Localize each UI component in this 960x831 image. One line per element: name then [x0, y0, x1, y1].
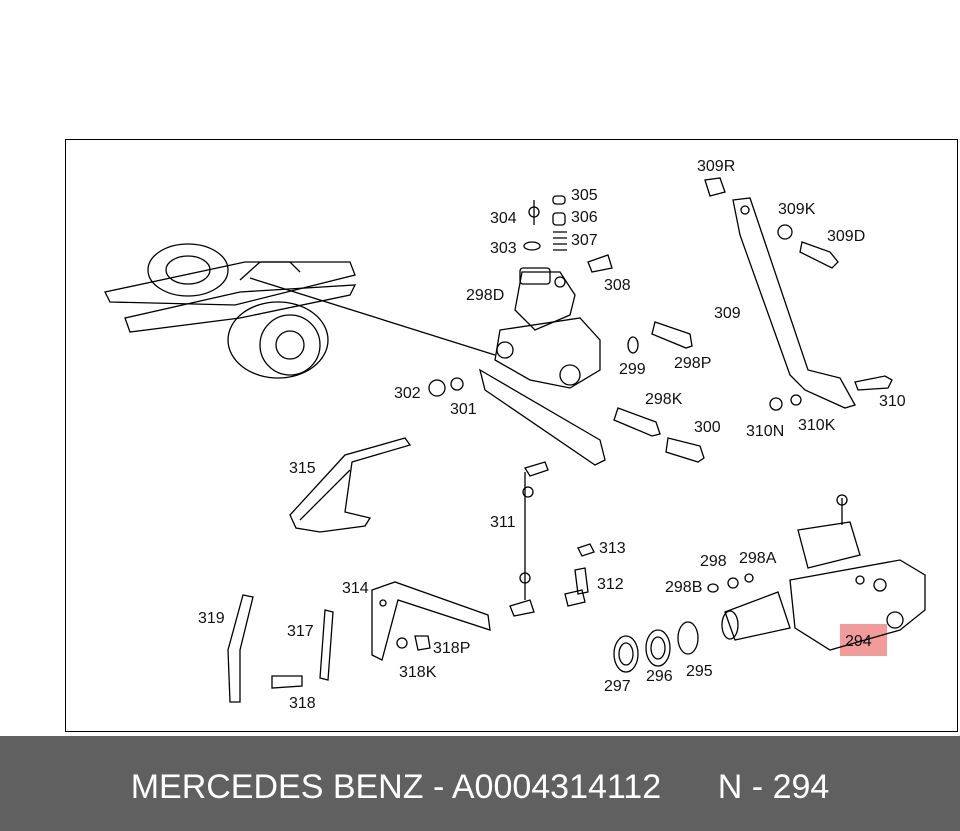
gap	[661, 768, 718, 806]
part-label[interactable]: 306	[571, 209, 598, 226]
sleeves	[428, 321, 705, 463]
regulator-294	[707, 494, 926, 651]
part-label[interactable]: 301	[450, 401, 477, 418]
part-label[interactable]: 318P	[433, 640, 470, 657]
part-labels: 309R 305 304 306 303 307 309K 309D 308 2…	[198, 158, 906, 712]
part-label[interactable]: 313	[599, 540, 626, 557]
part-label[interactable]: 303	[490, 240, 517, 257]
position-number: 294	[772, 768, 830, 806]
brand-name: MERCEDES BENZ	[130, 768, 424, 806]
part-label[interactable]: 295	[686, 663, 713, 680]
part-label[interactable]: 317	[287, 623, 314, 640]
bracket-314	[371, 581, 491, 661]
part-label[interactable]: 310K	[798, 417, 836, 434]
rings-295-297	[613, 621, 699, 673]
part-label[interactable]: 309D	[827, 228, 865, 245]
part-label[interactable]: 304	[490, 210, 517, 227]
part-label-highlighted[interactable]: 294	[845, 633, 872, 650]
part-label[interactable]: 309K	[778, 201, 816, 218]
part-label[interactable]: 302	[394, 385, 421, 402]
part-label[interactable]: 309R	[697, 158, 735, 175]
chassis-drawing	[104, 243, 496, 379]
part-label[interactable]: 315	[289, 460, 316, 477]
part-label[interactable]: 299	[619, 361, 646, 378]
part-label[interactable]: 314	[342, 580, 369, 597]
footer-bar	[0, 736, 960, 831]
fittings-312-313	[564, 543, 595, 607]
part-label[interactable]: 298D	[466, 287, 504, 304]
valve-assembly-298d	[478, 267, 606, 466]
part-label[interactable]: 300	[694, 419, 721, 436]
part-label[interactable]: 319	[198, 610, 225, 627]
parts-diagram: 309R 305 304 306 303 307 309K 309D 308 2…	[104, 158, 926, 712]
part-label[interactable]: 298P	[674, 355, 711, 372]
part-label[interactable]: 298K	[645, 391, 683, 408]
rod-311	[509, 461, 549, 617]
part-label[interactable]: 305	[571, 187, 598, 204]
diagram-frame	[65, 139, 958, 732]
part-label[interactable]: 318	[289, 695, 316, 712]
footer-caption: MERCEDES BENZ - A0004314112 N - 294	[0, 768, 960, 807]
straps-319-317-318	[227, 594, 334, 703]
part-label[interactable]: 311	[490, 514, 516, 531]
part-label[interactable]: 298	[700, 553, 727, 570]
small-parts-303-307	[523, 195, 613, 273]
part-label[interactable]: 298A	[739, 550, 777, 567]
bracket-309	[704, 177, 893, 411]
part-label[interactable]: 296	[646, 668, 673, 685]
position-prefix: N -	[717, 768, 773, 806]
part-label[interactable]: 310N	[746, 423, 784, 440]
part-label[interactable]: 310	[879, 393, 906, 410]
part-label[interactable]: 312	[597, 576, 624, 593]
part-label[interactable]: 297	[604, 678, 631, 695]
separator: -	[423, 768, 452, 806]
part-label[interactable]: 318K	[399, 664, 437, 681]
part-label[interactable]: 298B	[665, 579, 702, 596]
part-label[interactable]: 308	[604, 277, 631, 294]
part-label[interactable]: 307	[571, 232, 598, 249]
bracket-315	[289, 437, 412, 533]
part-label[interactable]: 309	[714, 305, 741, 322]
part-number: A0004314112	[451, 768, 662, 806]
